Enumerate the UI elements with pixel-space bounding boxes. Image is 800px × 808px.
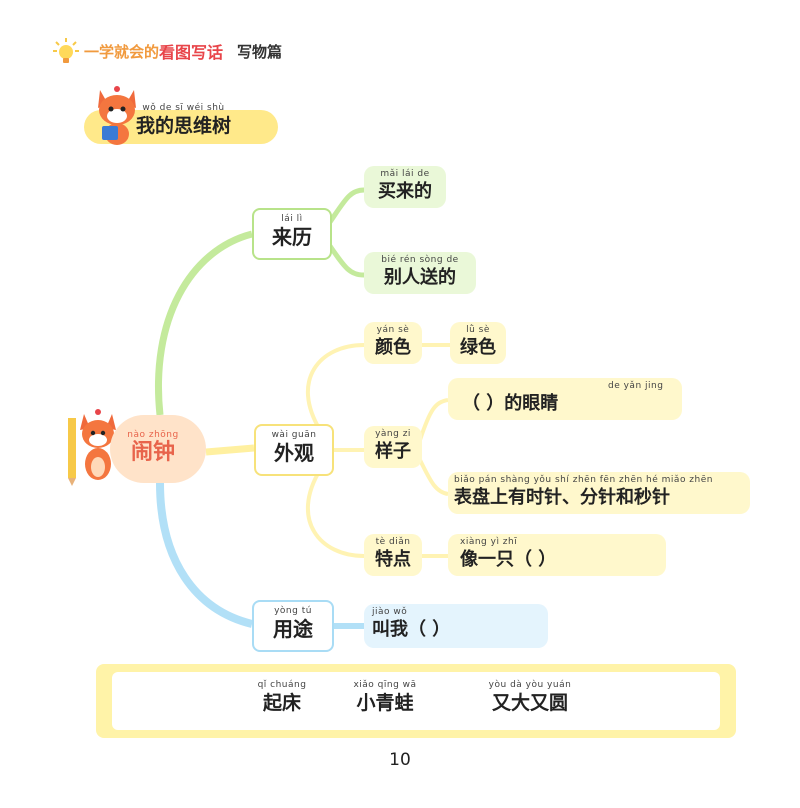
fox-mascot-icon xyxy=(92,84,142,146)
word-text: 小青蛙 xyxy=(356,692,414,714)
detail-yanjing: de yǎn jing （ ）的眼睛 xyxy=(448,378,682,420)
connector-tedian xyxy=(306,468,365,558)
series-title-part2: 看图写话 xyxy=(159,43,224,62)
leaf-text: 叫我（ ） xyxy=(372,619,451,640)
word-bank-item: qǐ chuáng 起床 xyxy=(242,680,322,715)
detail-text: 像一只（ ） xyxy=(460,549,557,570)
leaf-yanse: yán sè 颜色 xyxy=(364,322,422,364)
mind-tree-text: 我的思维树 xyxy=(136,115,232,137)
leaf-mailaide: mǎi lái de 买来的 xyxy=(364,166,446,208)
leaf-pinyin: yán sè xyxy=(376,325,410,335)
central-topic-pinyin: nào zhōng xyxy=(127,430,179,440)
connector-laili xyxy=(155,230,253,416)
lightbulb-icon xyxy=(52,37,80,65)
detail-pinyin: de yǎn jing xyxy=(608,381,664,391)
leaf-text: 颜色 xyxy=(375,337,411,358)
branch-text: 来历 xyxy=(272,225,312,249)
word-bank-item: xiǎo qīng wā 小青蛙 xyxy=(340,680,430,715)
connector-waiguan xyxy=(205,444,255,456)
branch-text: 用途 xyxy=(273,617,313,641)
leaf-jiaowo: jiào wǒ 叫我（ ） xyxy=(364,604,548,648)
detail-biaopan: biǎo pán shàng yǒu shí zhēn fēn zhēn hé … xyxy=(448,472,750,514)
branch-node-waiguan: wài guān 外观 xyxy=(254,424,334,476)
mind-tree-pinyin: wǒ de sī wéi shù xyxy=(142,103,225,113)
word-bank-panel xyxy=(112,672,720,730)
mind-tree-title: wǒ de sī wéi shù 我的思维树 xyxy=(136,103,231,138)
detail-text: 绿色 xyxy=(460,337,496,358)
word-pinyin: yòu dà yòu yuán xyxy=(488,680,572,690)
connector-yanjing xyxy=(418,398,449,441)
word-text: 起床 xyxy=(262,692,301,714)
leaf-pinyin: bié rén sòng de xyxy=(381,255,459,265)
leaf-yangzi: yàng zi 样子 xyxy=(364,426,422,468)
word-text: 又大又圆 xyxy=(491,692,568,714)
leaf-bierensongde: bié rén sòng de 别人送的 xyxy=(364,252,476,294)
branch-pinyin: wài guān xyxy=(271,430,317,440)
connector-bierensongde xyxy=(327,244,365,278)
branch-text: 外观 xyxy=(274,441,314,465)
detail-pinyin: biǎo pán shàng yǒu shí zhēn fēn zhēn hé … xyxy=(454,475,713,485)
detail-xiangyizhi: xiàng yì zhī 像一只（ ） xyxy=(448,534,666,576)
connector-biaopan xyxy=(418,459,449,496)
central-topic-node xyxy=(110,415,206,483)
leaf-tedian: tè diǎn 特点 xyxy=(364,534,422,576)
central-topic: nào zhōng 闹钟 xyxy=(118,430,188,465)
leaf-pinyin: jiào wǒ xyxy=(372,607,408,617)
leaf-pinyin: yàng zi xyxy=(375,429,411,439)
word-bank-item: yòu dà yòu yuán 又大又圆 xyxy=(470,680,590,715)
leaf-text: 样子 xyxy=(375,441,411,462)
branch-node-laili: lái lì 来历 xyxy=(252,208,332,260)
leaf-text: 别人送的 xyxy=(384,267,456,288)
detail-text: （ ）的眼睛 xyxy=(462,393,559,414)
detail-pinyin: xiàng yì zhī xyxy=(460,537,518,547)
series-title-part1: 一学就会的 xyxy=(84,42,160,61)
page-number: 10 xyxy=(389,750,411,770)
central-topic-text: 闹钟 xyxy=(130,440,175,465)
leaf-pinyin: tè diǎn xyxy=(375,537,411,547)
detail-pinyin: lǜ sè xyxy=(466,325,490,335)
connector-mailaide xyxy=(327,187,365,224)
section-title: 写物篇 xyxy=(237,42,283,61)
leaf-text: 买来的 xyxy=(378,181,432,202)
connector-yongtu xyxy=(156,482,253,628)
detail-text: 表盘上有时针、分针和秒针 xyxy=(454,487,670,508)
branch-node-yongtu: yòng tú 用途 xyxy=(252,600,334,652)
leaf-text: 特点 xyxy=(375,549,411,570)
connector-yanse xyxy=(306,343,365,432)
branch-pinyin: lái lì xyxy=(281,214,303,224)
word-pinyin: xiǎo qīng wā xyxy=(353,680,417,690)
word-pinyin: qǐ chuáng xyxy=(257,680,307,690)
branch-pinyin: yòng tú xyxy=(274,606,312,616)
leaf-pinyin: mǎi lái de xyxy=(380,169,430,179)
page-header: 一学就会的 看图写话 写物篇 xyxy=(52,34,282,68)
detail-lvse: lǜ sè 绿色 xyxy=(450,322,506,364)
fox-with-pencil-icon xyxy=(62,404,122,488)
